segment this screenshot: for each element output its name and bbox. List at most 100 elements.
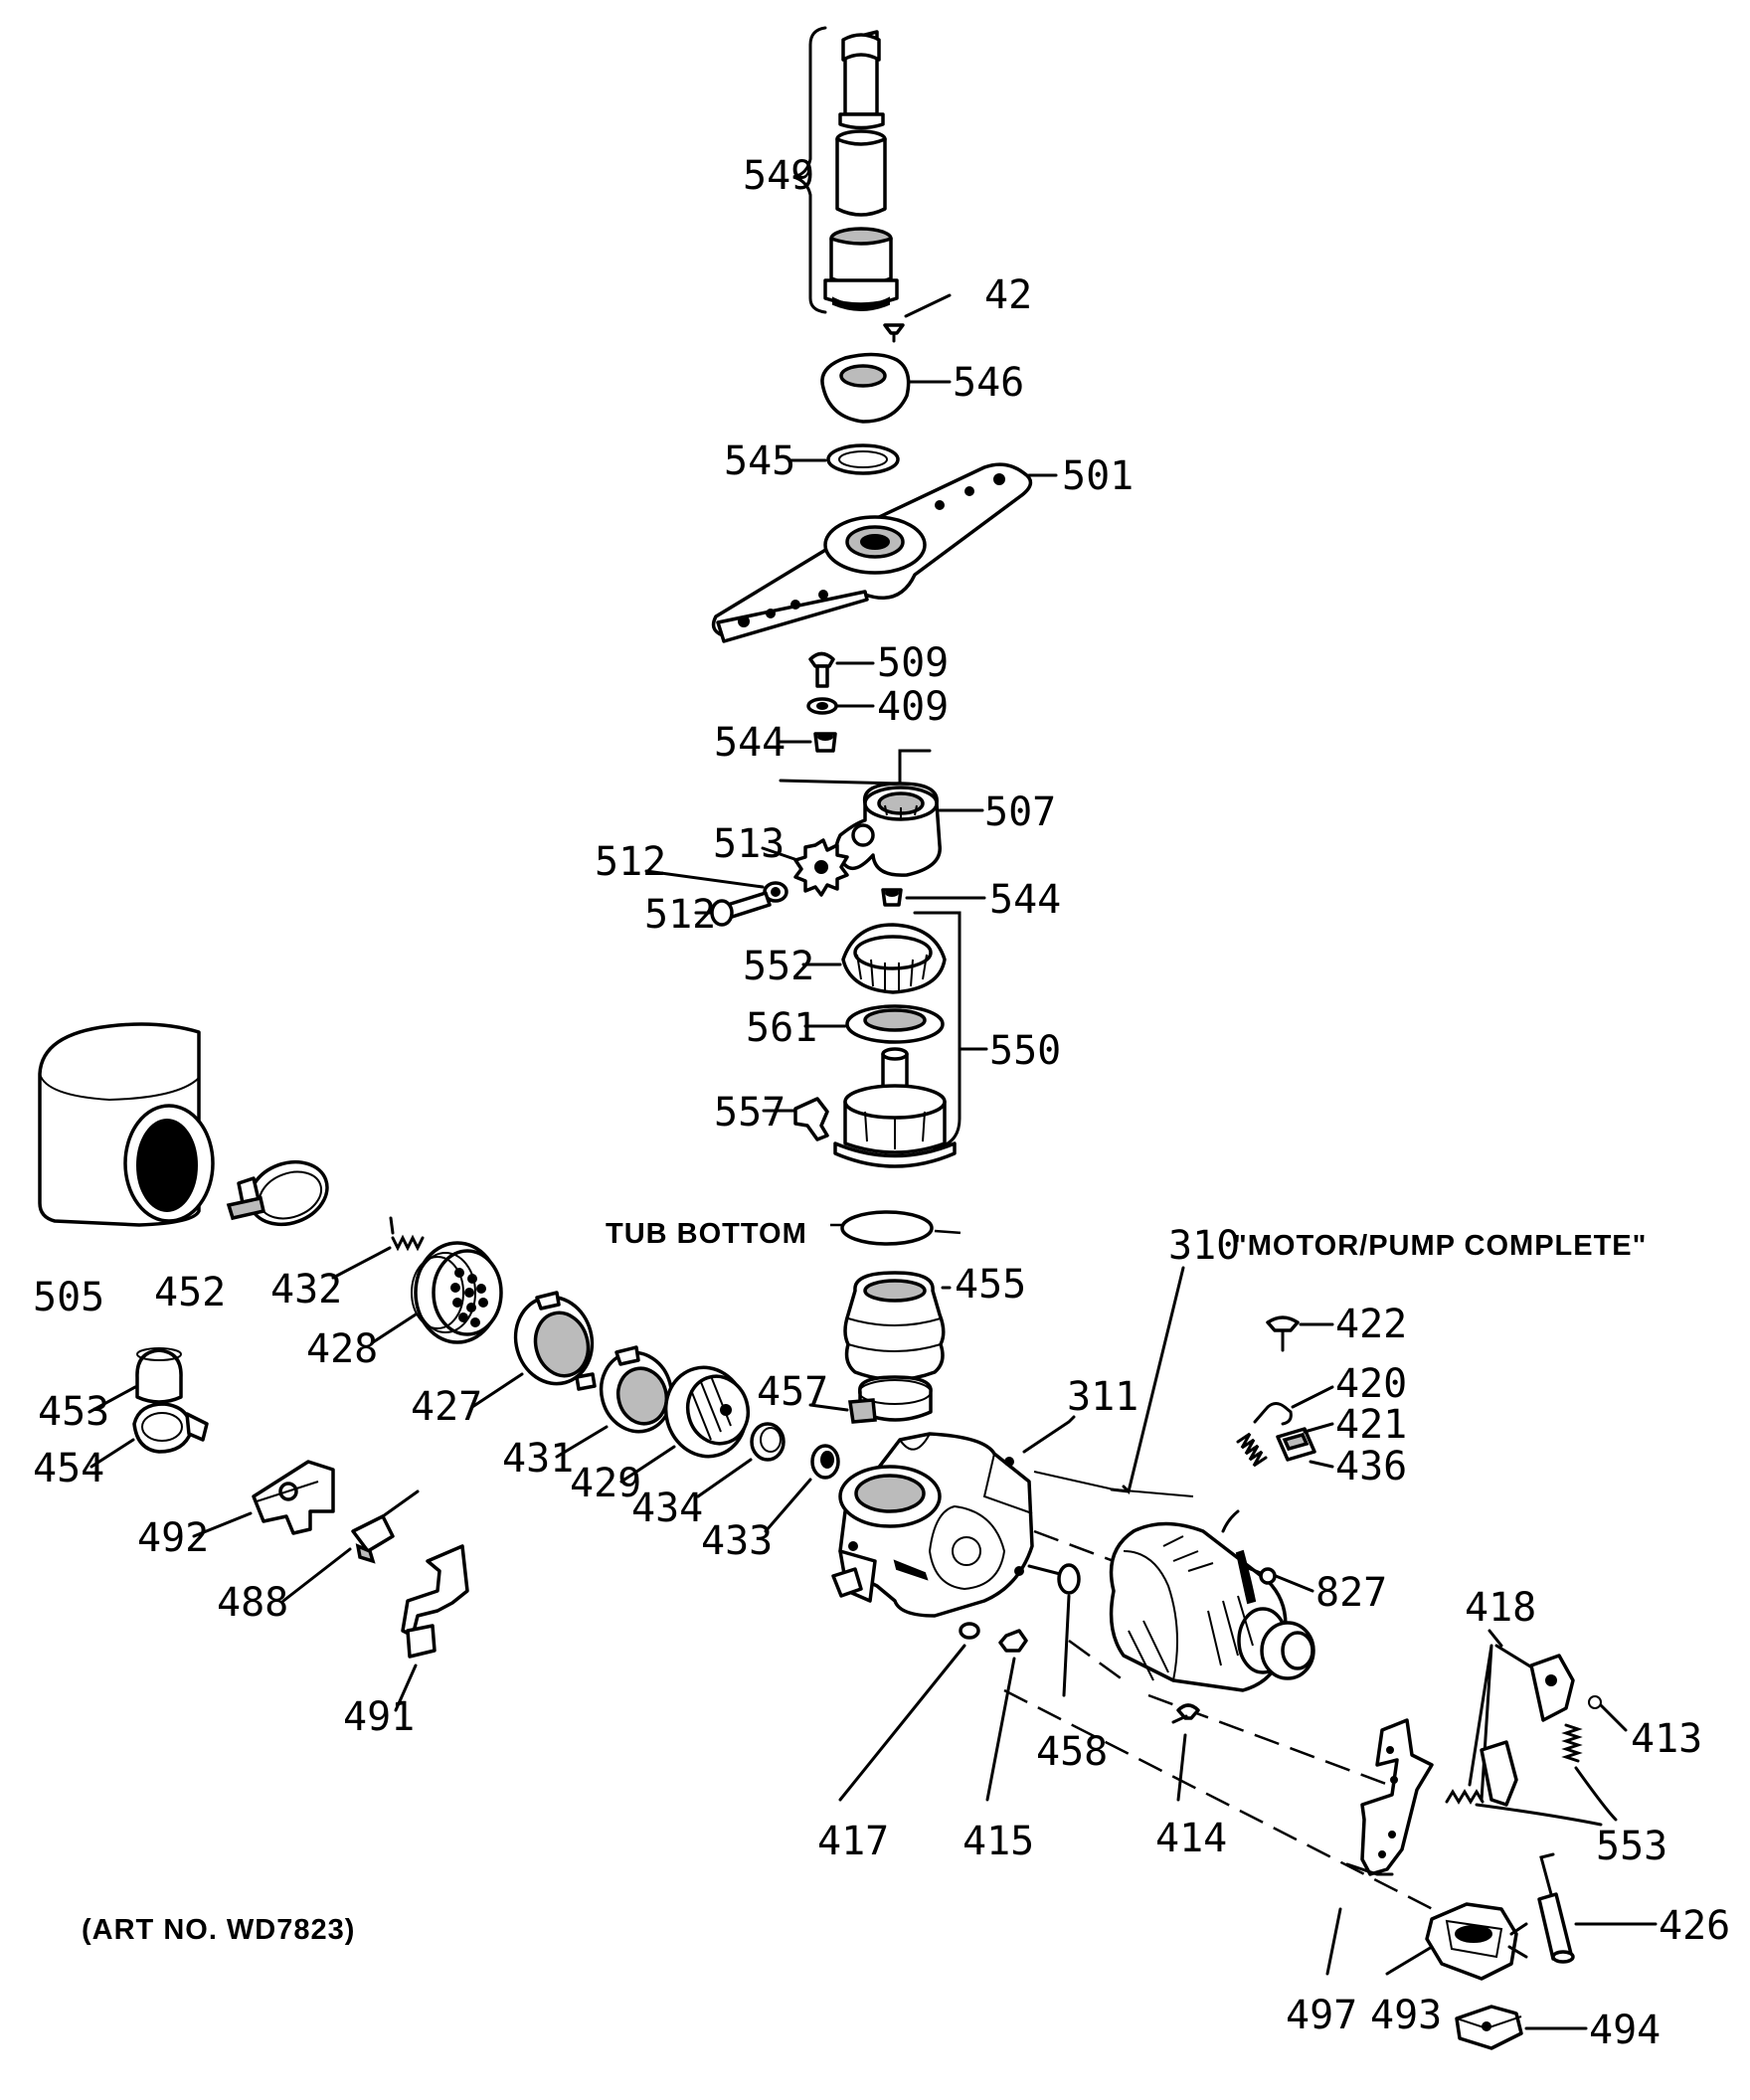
label-42: 42 xyxy=(984,272,1032,318)
part-428-strainer xyxy=(371,1241,503,1344)
label-417: 417 xyxy=(817,1819,889,1864)
part-418-lever xyxy=(1480,1740,1518,1807)
part-552-bevel-gear xyxy=(801,923,947,994)
label-544-lower: 544 xyxy=(989,877,1061,923)
caption-art-number: (ART NO. WD7823) xyxy=(82,1914,355,1946)
part-549-spray-tube-assembly xyxy=(792,26,899,314)
label-429: 429 xyxy=(570,1461,641,1506)
label-493: 493 xyxy=(1370,1993,1442,2038)
part-421-terminal xyxy=(1276,1422,1334,1462)
part-557-clip xyxy=(762,1097,829,1141)
label-827: 827 xyxy=(1315,1570,1387,1616)
label-421: 421 xyxy=(1335,1402,1407,1448)
label-454: 454 xyxy=(33,1446,104,1491)
part-417-washer xyxy=(838,1622,980,1802)
label-513: 513 xyxy=(713,821,785,867)
part-432-spring xyxy=(331,1216,425,1280)
label-428: 428 xyxy=(306,1326,378,1372)
part-505-sump-filter-housing xyxy=(38,1022,215,1227)
label-415: 415 xyxy=(962,1819,1034,1864)
label-505: 505 xyxy=(33,1275,104,1320)
label-431: 431 xyxy=(502,1436,574,1482)
part-433-bushing xyxy=(764,1444,840,1533)
label-458: 458 xyxy=(1036,1729,1108,1775)
part-415-nut xyxy=(985,1629,1028,1802)
part-488-switch xyxy=(281,1489,420,1603)
part-427-ring xyxy=(470,1291,597,1409)
caption-tub-bottom: TUB BOTTOM xyxy=(606,1218,807,1250)
part-546-hub-cap xyxy=(820,352,952,424)
part-418-plate xyxy=(1529,1654,1575,1722)
part-tub-bottom-gasket xyxy=(830,1210,963,1246)
part-550-motor-cup xyxy=(833,1047,957,1168)
label-557: 557 xyxy=(714,1090,786,1136)
part-426-pin xyxy=(1537,1852,1658,1964)
part-494-overload xyxy=(1455,2005,1588,2050)
label-418: 418 xyxy=(1465,1585,1536,1631)
part-409-washer xyxy=(806,697,875,715)
part-310-leader xyxy=(1033,1266,1194,1497)
label-432: 432 xyxy=(270,1267,342,1312)
label-550: 550 xyxy=(989,1028,1061,1074)
part-553-springs xyxy=(1445,1723,1618,1827)
part-434-nut xyxy=(696,1422,786,1498)
label-452: 452 xyxy=(154,1270,226,1315)
label-409: 409 xyxy=(877,684,949,730)
part-42-screw xyxy=(883,293,952,343)
label-512-lower: 512 xyxy=(644,892,716,938)
label-507: 507 xyxy=(984,789,1056,835)
part-827-screw xyxy=(1246,1566,1314,1593)
label-434: 434 xyxy=(631,1486,703,1531)
label-488: 488 xyxy=(217,1580,288,1626)
label-501: 501 xyxy=(1062,453,1134,499)
label-561: 561 xyxy=(746,1005,817,1051)
part-413-ring xyxy=(1588,1695,1628,1732)
part-457-clamp xyxy=(808,1375,933,1424)
part-501-spray-arm xyxy=(711,462,1058,643)
part-512-pin xyxy=(694,891,772,927)
part-453-cap xyxy=(88,1347,183,1414)
part-422-screw xyxy=(1266,1315,1334,1352)
label-422: 422 xyxy=(1335,1302,1407,1347)
part-455-boot xyxy=(843,1271,952,1382)
part-509-screw xyxy=(808,651,875,688)
part-458-screw xyxy=(1027,1563,1081,1697)
label-544-upper: 544 xyxy=(714,720,786,766)
label-426: 426 xyxy=(1659,1903,1730,1949)
part-561-seal xyxy=(803,1004,945,1044)
label-497: 497 xyxy=(1286,1993,1357,2038)
part-431-ring xyxy=(555,1345,674,1459)
part-545-ring xyxy=(788,443,900,475)
label-420: 420 xyxy=(1335,1361,1407,1407)
part-454-clamp xyxy=(89,1402,209,1469)
part-544-bushing-lower xyxy=(881,888,986,907)
part-436-coil-lead xyxy=(1221,1432,1334,1533)
label-457: 457 xyxy=(757,1369,828,1415)
caption-motor-pump-complete: "MOTOR/PUMP COMPLETE" xyxy=(1233,1230,1647,1262)
part-512-washer xyxy=(644,869,788,903)
part-311-pump-housing xyxy=(831,1415,1076,1618)
part-491-bracket xyxy=(394,1544,469,1712)
label-436: 436 xyxy=(1335,1444,1407,1489)
label-311: 311 xyxy=(1067,1374,1138,1420)
label-414: 414 xyxy=(1155,1816,1227,1861)
part-497-bracket xyxy=(1325,1718,1434,1976)
label-310: 310 xyxy=(1168,1223,1240,1269)
label-453: 453 xyxy=(38,1389,109,1435)
label-509: 509 xyxy=(877,640,949,686)
label-553: 553 xyxy=(1596,1824,1667,1869)
label-491: 491 xyxy=(343,1694,415,1740)
part-507-gear-housing xyxy=(779,749,984,877)
label-545: 545 xyxy=(724,438,795,484)
label-512-upper: 512 xyxy=(595,839,666,885)
label-552: 552 xyxy=(743,944,814,989)
label-433: 433 xyxy=(701,1518,773,1564)
label-492: 492 xyxy=(137,1515,209,1561)
label-413: 413 xyxy=(1631,1716,1702,1762)
part-492-bracket xyxy=(192,1460,335,1538)
part-544-bushing-upper xyxy=(776,732,837,753)
part-493-relay xyxy=(1385,1902,1528,1981)
label-546: 546 xyxy=(953,360,1024,406)
part-429-impeller xyxy=(619,1365,751,1484)
part-motor xyxy=(1109,1521,1315,1692)
